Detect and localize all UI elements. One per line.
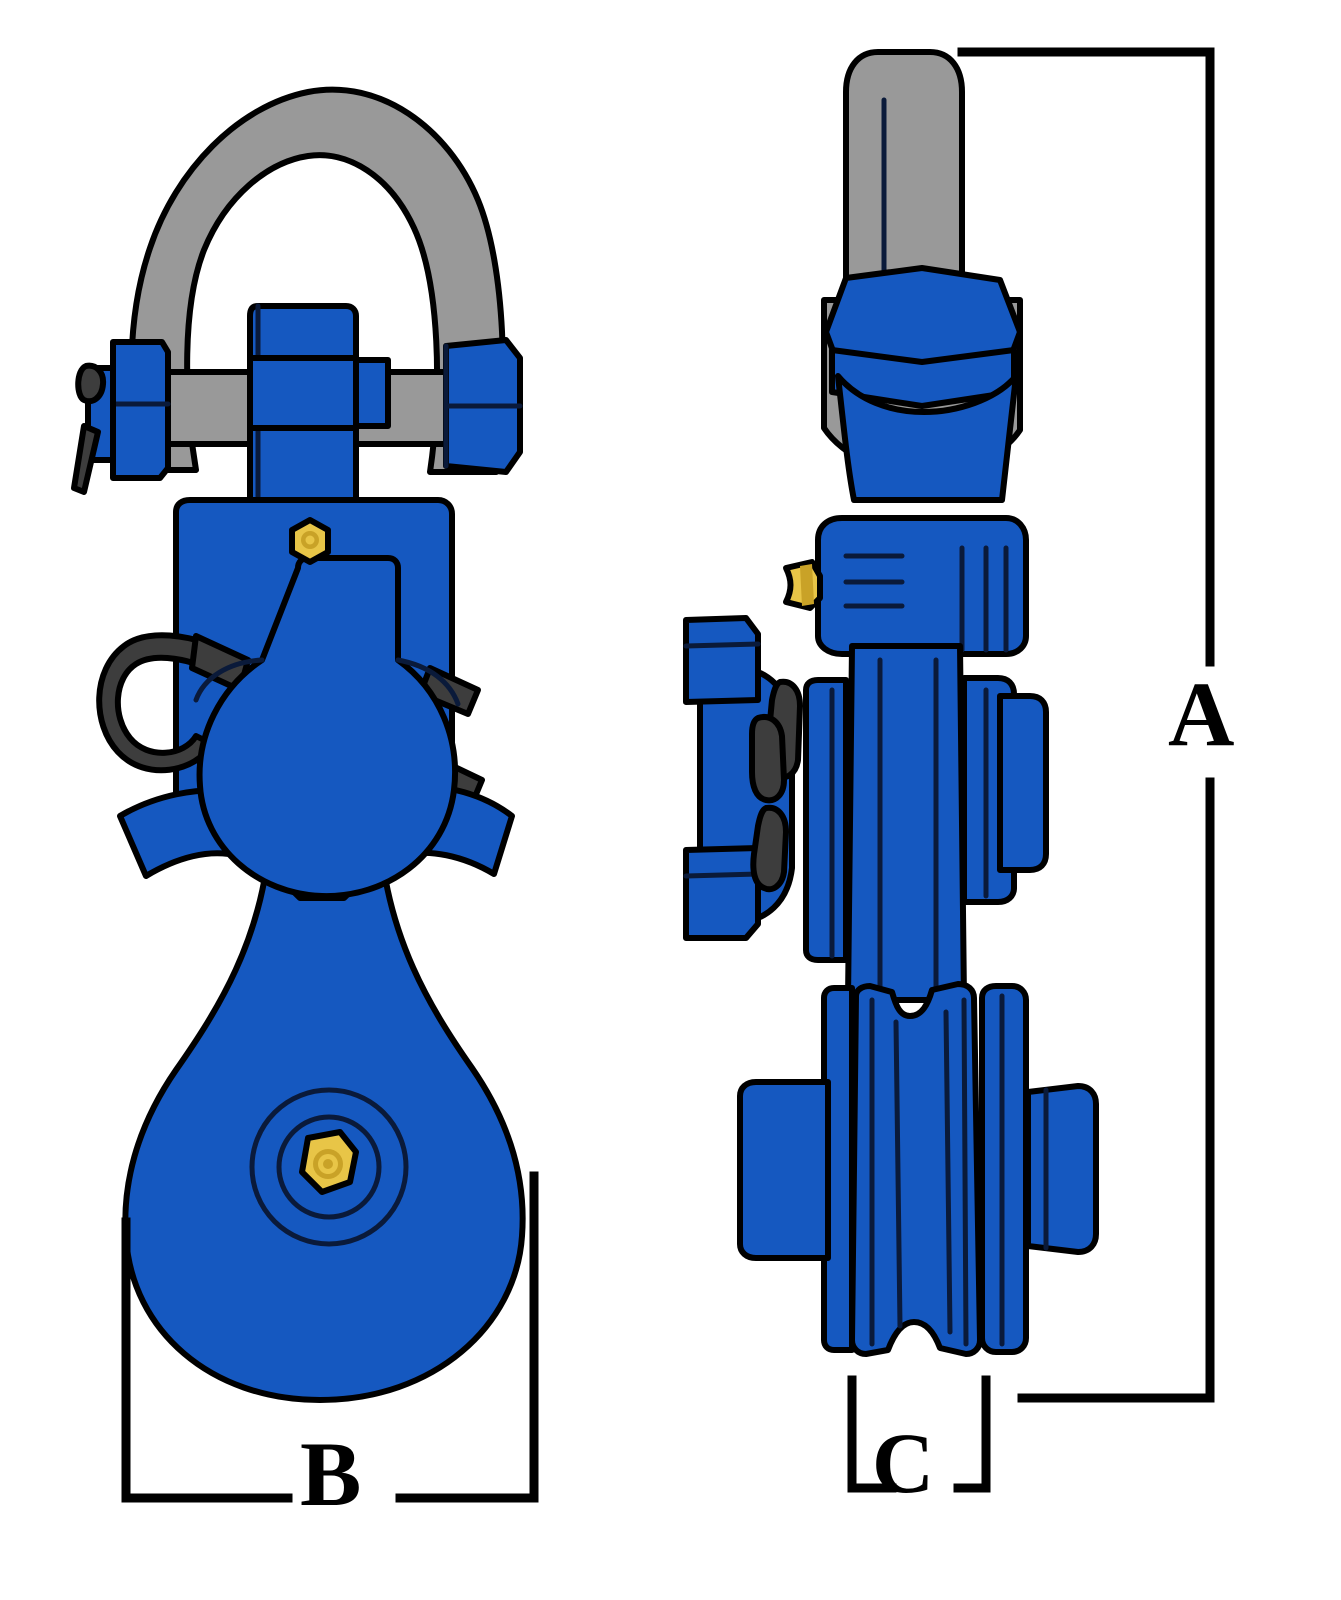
upper-sheave-slabs <box>803 675 1049 963</box>
dimension-bracket-C <box>847 1375 991 1493</box>
dimension-bracket-A <box>957 47 1215 1403</box>
sheave-wheel <box>821 981 1029 1357</box>
shackle-pin-nut-right <box>443 337 523 475</box>
dimension-bracket-B <box>121 1171 539 1503</box>
locking-pins <box>749 678 803 893</box>
axle-bolt-head <box>737 1079 831 1261</box>
sheave-axle-assembly <box>249 1087 409 1247</box>
front-view <box>71 86 526 1403</box>
swivel-nose <box>193 555 461 900</box>
shackle-cotter-pin <box>71 362 107 495</box>
shackle-pin-head-left <box>85 339 171 481</box>
side-plate-stem <box>845 643 967 1003</box>
sheave-axle-grease-fitting <box>299 1129 359 1195</box>
swivel-hex-nut <box>823 265 1023 409</box>
side-grease-fitting <box>783 559 823 611</box>
axle-nut <box>1025 1083 1099 1255</box>
swivel-grease-fitting <box>289 517 331 565</box>
dimension-label-c: C <box>872 1415 935 1511</box>
side-view <box>683 49 1099 1357</box>
swivel-neck <box>815 515 1029 657</box>
shackle-pin-sleeve <box>247 355 359 431</box>
dimension-label-a: A <box>1168 663 1235 765</box>
dimension-label-b: B <box>300 1423 362 1525</box>
swivel-shank <box>835 373 1019 503</box>
